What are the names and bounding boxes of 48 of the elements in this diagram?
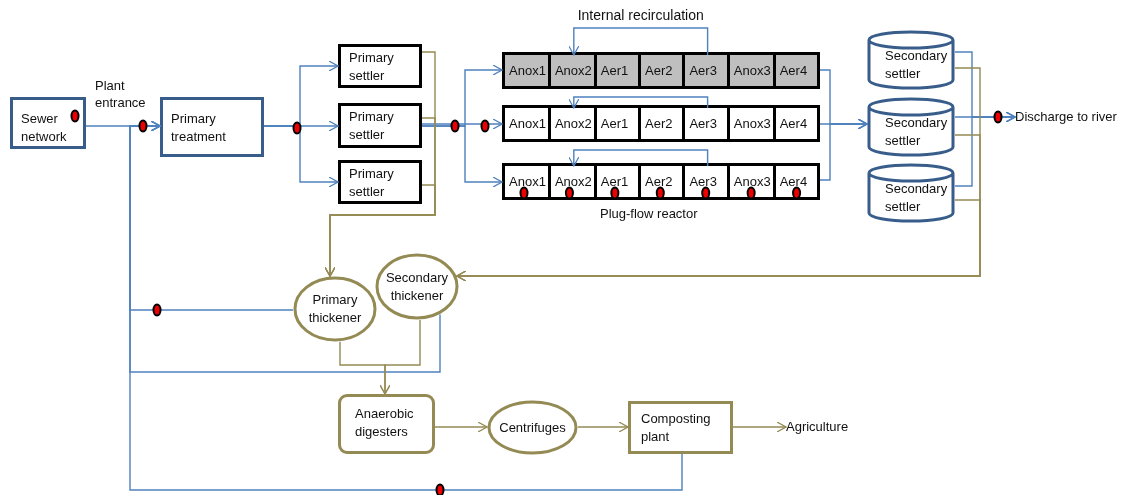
digester-box: Anaerobic digesters: [338, 394, 435, 454]
reactor-tank: [502, 52, 820, 89]
outlet-label: Agriculture: [786, 418, 866, 436]
reactor-zone: Anox1: [505, 108, 551, 139]
settler-box: Primary settler: [338, 103, 422, 148]
process-ellipse: Primary thickener: [293, 276, 377, 342]
process-box: Sewer network: [10, 97, 86, 149]
settler-cylinder: Secondary settler: [867, 163, 955, 223]
flow-arrow: [434, 421, 488, 433]
settler-cylinder: Secondary settler: [867, 97, 955, 157]
flow-arrow: [129, 120, 683, 491]
flow-arrow: [568, 27, 709, 56]
reactor-zone: Aer2: [641, 55, 686, 86]
reactor-zone: Anox1: [505, 55, 551, 86]
flow-arrow: [421, 118, 503, 130]
flow-arrow: [568, 96, 709, 109]
reactor-zone: Anox3: [729, 55, 776, 86]
settler-box: Primary settler: [338, 44, 422, 88]
flow-arrow: [732, 421, 787, 433]
reactor-zone: Aer2: [641, 108, 686, 139]
process-box: Primary treatment: [160, 97, 264, 157]
reactor-zone: Anox2: [550, 55, 597, 86]
reactor-zone: Anox2: [550, 108, 597, 139]
process-box: Composting plant: [628, 401, 733, 454]
reactor-zone: Aer4: [775, 166, 817, 197]
reactor-tank: [502, 163, 820, 200]
reactor-tank: [502, 105, 820, 142]
flow-arrow: [819, 118, 868, 181]
flow-arrow: [263, 125, 339, 188]
reactor-zone: Aer4: [775, 108, 817, 139]
process-ellipse: Secondary thickener: [375, 253, 459, 320]
flow-arrow: [421, 125, 503, 188]
reactor-zone: Aer3: [685, 108, 730, 139]
reactor-zone: Aer3: [685, 55, 730, 86]
flow-arrow: [577, 421, 629, 433]
outlet-label: Discharge to river: [1015, 108, 1135, 126]
process-ellipse: Centrifuges: [487, 400, 578, 455]
reactor-zone: Aer1: [596, 55, 642, 86]
flow-arrow: [568, 149, 709, 167]
reactor-zone: Anox3: [729, 108, 776, 139]
settler-cylinder: Secondary settler: [867, 30, 955, 90]
flow-arrow: [954, 111, 1016, 187]
settler-box: Primary settler: [338, 160, 422, 204]
reactor-zone: Aer4: [775, 55, 817, 86]
flow-arrow: [379, 319, 421, 395]
flow-arrow: [456, 199, 981, 282]
reactor-zone: Aer1: [596, 108, 642, 139]
flow-arrow: [324, 184, 436, 277]
